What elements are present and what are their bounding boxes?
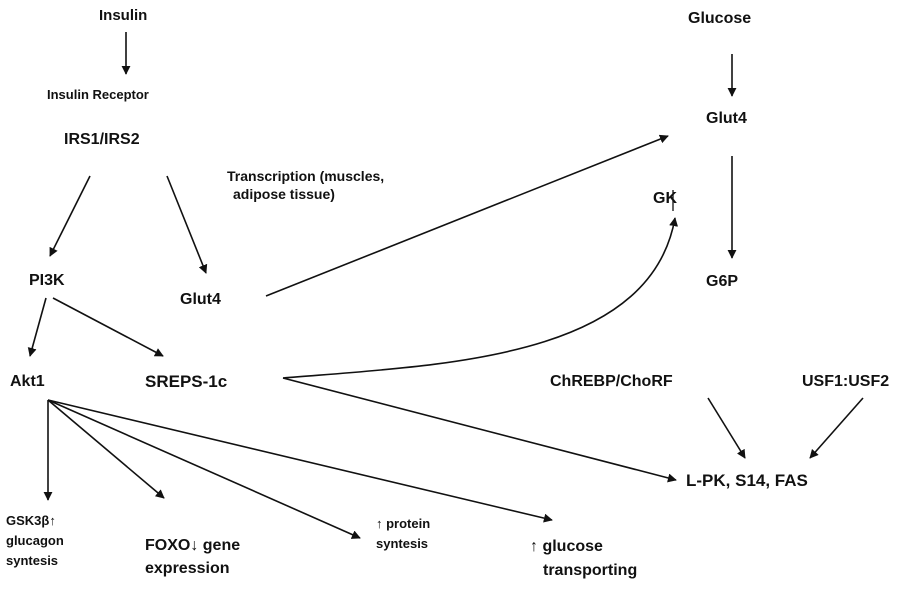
node-insulin: Insulin (99, 7, 148, 24)
node-lpk-s14-fas: L-PK, S14, FAS (686, 471, 808, 490)
node-glucose-transporting: ↑ glucose transporting (530, 538, 638, 579)
node-transcription: Transcription (muscles, adipose tissue) (227, 168, 385, 202)
node-glut4-right: Glut4 (706, 110, 747, 127)
node-pi3k: PI3K (29, 272, 65, 289)
node-gsk3b: GSK3β↑ glucagon syntesis (6, 513, 64, 569)
arrow-sreps-to-lpk (282, 377, 677, 483)
arrow-irs-to-pi3k (49, 175, 91, 257)
node-irs1-irs2: IRS1/IRS2 (64, 131, 140, 148)
node-glut4-left: Glut4 (180, 291, 221, 308)
arrow-akt1-to-foxo (47, 399, 165, 499)
node-chrebp-chorf: ChREBP/ChoRF (550, 373, 673, 390)
arrow-glut4-to-glut4 (265, 134, 669, 297)
arrow-sreps-to-gk (282, 217, 679, 379)
arrow-chrebp-to-lpk (707, 397, 746, 459)
arrow-pi3k-to-akt1 (27, 297, 47, 357)
arrow-usf-to-lpk (809, 397, 864, 459)
arrow-akt1-to-glucose-transport (47, 399, 553, 523)
node-glucose: Glucose (688, 10, 752, 27)
node-gk: GK (653, 190, 677, 207)
node-insulin-receptor: Insulin Receptor (47, 87, 149, 102)
node-akt1: Akt1 (10, 373, 45, 390)
arrow-pi3k-to-sreps (52, 297, 164, 357)
arrow-irs-to-glut4 (166, 175, 208, 274)
arrow-akt1-to-protein (47, 399, 361, 539)
node-sreps-1c: SREPS-1c (145, 372, 228, 391)
node-foxo: FOXO↓ gene expression (145, 537, 241, 578)
node-g6p: G6P (706, 273, 739, 290)
node-protein-syntesis: ↑ protein syntesis (376, 516, 431, 551)
node-usf1-usf2: USF1:USF2 (802, 373, 890, 390)
